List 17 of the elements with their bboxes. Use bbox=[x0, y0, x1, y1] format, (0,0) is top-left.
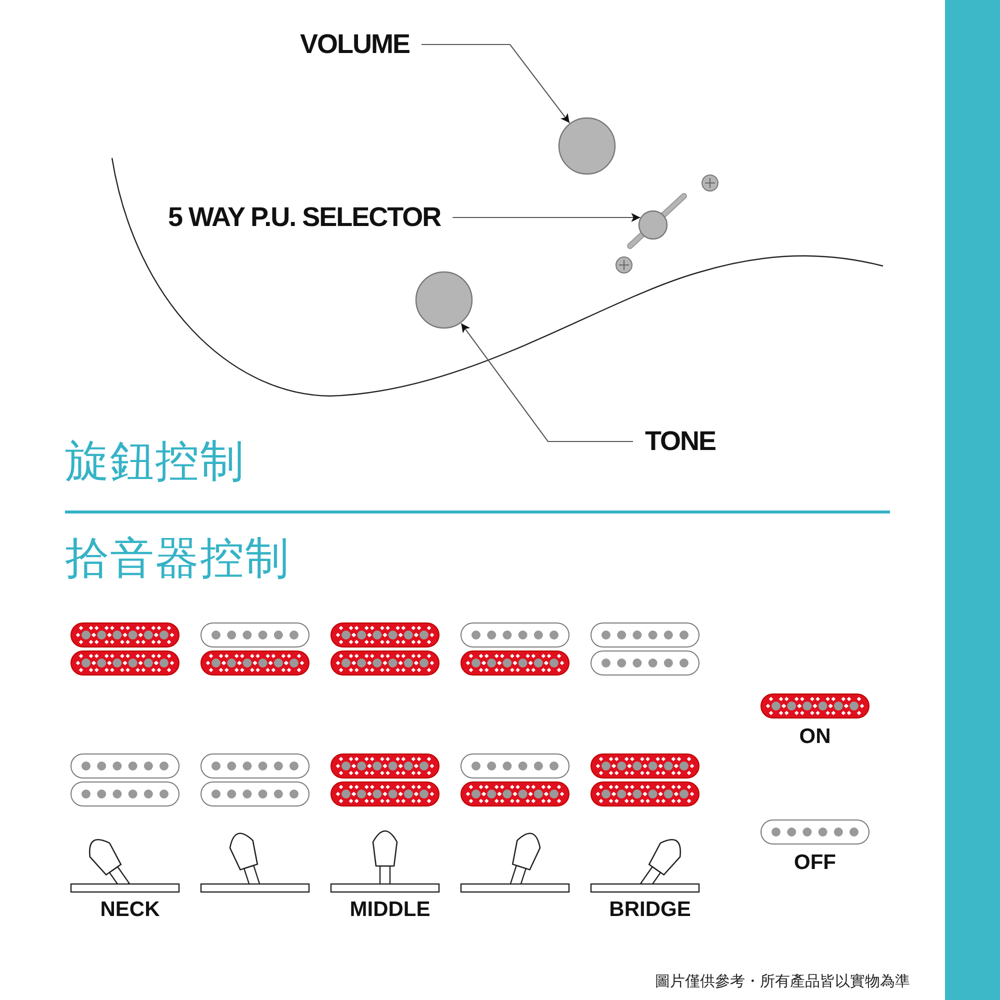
position-label: NECK bbox=[100, 899, 160, 920]
position-label: BRIDGE bbox=[609, 899, 691, 920]
callout-label: 5 WAY P.U. SELECTOR bbox=[168, 204, 441, 231]
position-label: MIDDLE bbox=[350, 899, 430, 920]
section-heading: 拾音器控制 bbox=[65, 537, 290, 581]
callout-label: TONE bbox=[645, 428, 716, 455]
selector-switch bbox=[627, 193, 687, 249]
leader-line bbox=[460, 323, 633, 442]
leader-line bbox=[422, 44, 570, 124]
legend-label: ON bbox=[799, 726, 831, 747]
legend-label: OFF bbox=[794, 852, 836, 873]
knob bbox=[558, 117, 616, 175]
leader-line bbox=[452, 213, 640, 222]
section-heading: 旋鈕控制 bbox=[65, 440, 245, 484]
disclaimer-text: 圖片僅供參考・所有產品皆以實物為準 bbox=[655, 974, 910, 989]
knob bbox=[415, 271, 473, 329]
callout-label: VOLUME bbox=[300, 31, 410, 58]
